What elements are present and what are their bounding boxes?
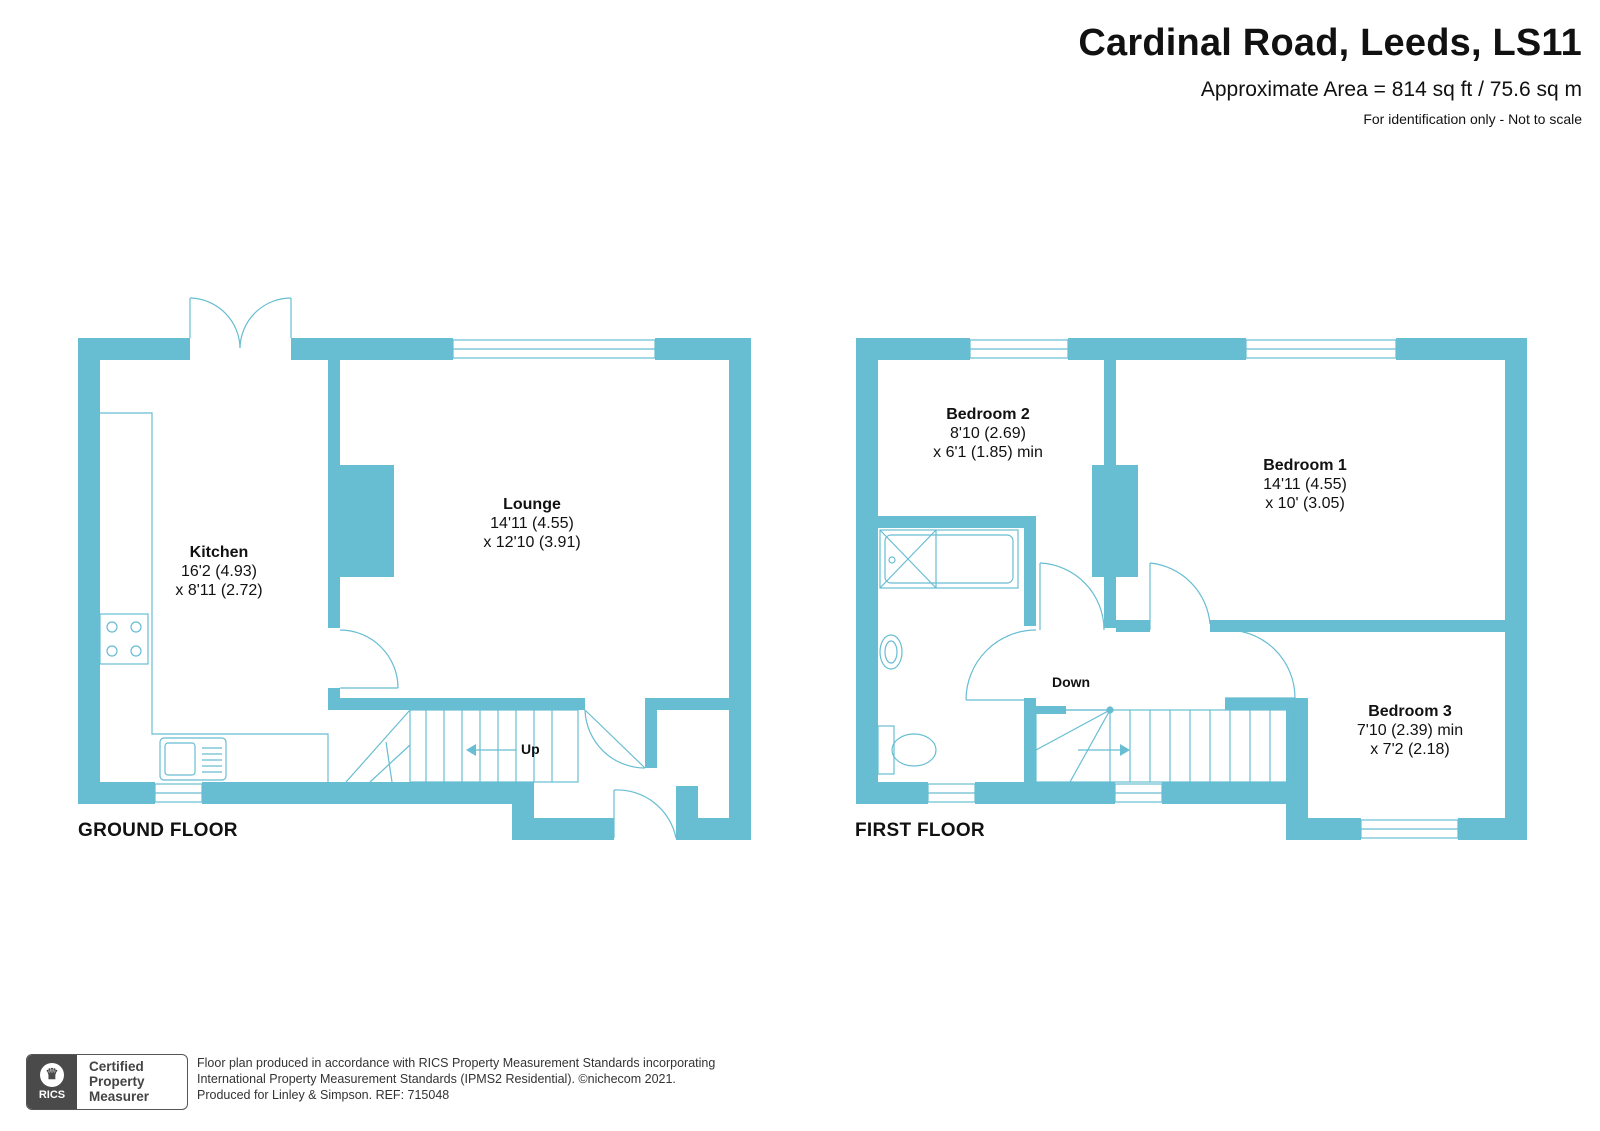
- badge-text: Certified Property Measurer: [89, 1059, 149, 1104]
- property-title: Cardinal Road, Leeds, LS11: [1078, 22, 1582, 64]
- ground-floor-label: GROUND FLOOR: [78, 820, 238, 841]
- room-dimension: x 6'1 (1.85) min: [933, 444, 1043, 461]
- wall: [78, 338, 100, 804]
- wall: [1024, 516, 1036, 626]
- basin: [879, 634, 903, 670]
- wall: [856, 782, 928, 804]
- wall: [878, 516, 1036, 528]
- room-name: Bedroom 3: [1368, 703, 1452, 720]
- scale-note: For identification only - Not to scale: [1363, 111, 1582, 127]
- wall: [1505, 338, 1527, 840]
- room-dimension: x 7'2 (2.18): [1370, 741, 1450, 758]
- room-dimension: x 8'11 (2.72): [175, 582, 263, 599]
- hob: [99, 613, 149, 665]
- wall: [328, 360, 340, 628]
- rics-logo-text: RICS: [38, 1089, 66, 1101]
- room-dimension: 16'2 (4.93): [181, 563, 257, 580]
- room-label-kitchen: Kitchen 16'2 (4.93) x 8'11 (2.72): [175, 543, 262, 600]
- rics-certified-badge: ♛ RICS Certified Property Measurer: [26, 1054, 188, 1110]
- room-name: Bedroom 2: [946, 406, 1030, 423]
- room-name: Lounge: [503, 496, 561, 513]
- room-dimension: 7'10 (2.39) min: [1356, 722, 1464, 739]
- wall: [655, 338, 751, 360]
- staircase: [1035, 709, 1295, 783]
- room-label-bedroom-3: Bedroom 3 7'10 (2.39) min x 7'2 (2.18): [1357, 702, 1463, 759]
- room-label-lounge: Lounge 14'11 (4.55) x 12'10 (3.91): [483, 495, 580, 552]
- wall: [291, 338, 453, 360]
- wall: [512, 818, 614, 840]
- ground-floor-fixtures: [99, 297, 677, 839]
- footer-line: International Property Measurement Stand…: [197, 1072, 676, 1086]
- wall: [856, 338, 970, 360]
- room-dimension: 8'10 (2.69): [949, 425, 1026, 442]
- wall: [1458, 818, 1527, 840]
- rics-logo: ♛ RICS: [27, 1055, 77, 1109]
- wall: [328, 698, 585, 710]
- ground-floor-plan: [78, 338, 751, 840]
- wall: [1225, 698, 1308, 710]
- footer-line: Floor plan produced in accordance with R…: [197, 1056, 716, 1070]
- room-name: Kitchen: [189, 544, 249, 561]
- bath: [879, 529, 1019, 589]
- wall: [1068, 338, 1246, 360]
- footer-disclaimer: Floor plan produced in accordance with R…: [197, 1055, 715, 1103]
- approximate-area: Approximate Area = 814 sq ft / 75.6 sq m: [1200, 78, 1582, 101]
- wall: [78, 338, 190, 360]
- wall: [1162, 782, 1286, 804]
- badge-line: Property: [89, 1074, 145, 1089]
- wall: [729, 338, 751, 840]
- badge-line: Certified: [89, 1059, 144, 1074]
- wall: [975, 782, 1115, 804]
- room-dimension: 14'11 (4.55): [490, 515, 574, 532]
- room-dimension: 14'11 (4.55): [1263, 476, 1347, 493]
- room-dimension: x 10' (3.05): [1265, 495, 1345, 512]
- first-floor-plan: [856, 338, 1527, 840]
- first-floor-fixtures: [877, 339, 1459, 839]
- wall: [1286, 698, 1308, 840]
- first-floor-label: FIRST FLOOR: [855, 820, 985, 841]
- wall: [202, 782, 534, 804]
- wall: [340, 465, 394, 577]
- room-label-bedroom-2: Bedroom 2 8'10 (2.69) x 6'1 (1.85) min: [933, 405, 1043, 462]
- wall: [645, 698, 657, 768]
- lion-emblem-icon: ♛: [40, 1063, 64, 1087]
- room-name: Bedroom 1: [1263, 457, 1347, 474]
- wall: [1116, 620, 1150, 632]
- wall: [676, 786, 698, 840]
- stair-direction-down: Down: [1052, 674, 1091, 690]
- wall: [1396, 338, 1527, 360]
- wall: [1024, 698, 1036, 782]
- wall: [78, 782, 155, 804]
- toilet: [877, 725, 895, 775]
- badge-line: Measurer: [89, 1089, 150, 1104]
- room-dimension: x 12'10 (3.91): [483, 534, 581, 551]
- wall: [1210, 620, 1505, 632]
- wall: [645, 698, 729, 710]
- wall: [1092, 465, 1138, 577]
- room-label-bedroom-1: Bedroom 1 14'11 (4.55) x 10' (3.05): [1263, 456, 1347, 513]
- sink: [159, 737, 227, 781]
- staircase: [409, 709, 579, 783]
- wall: [856, 338, 878, 804]
- stair-direction-up: Up: [521, 741, 540, 757]
- footer-line: Produced for Linley & Simpson. REF: 7150…: [197, 1088, 450, 1102]
